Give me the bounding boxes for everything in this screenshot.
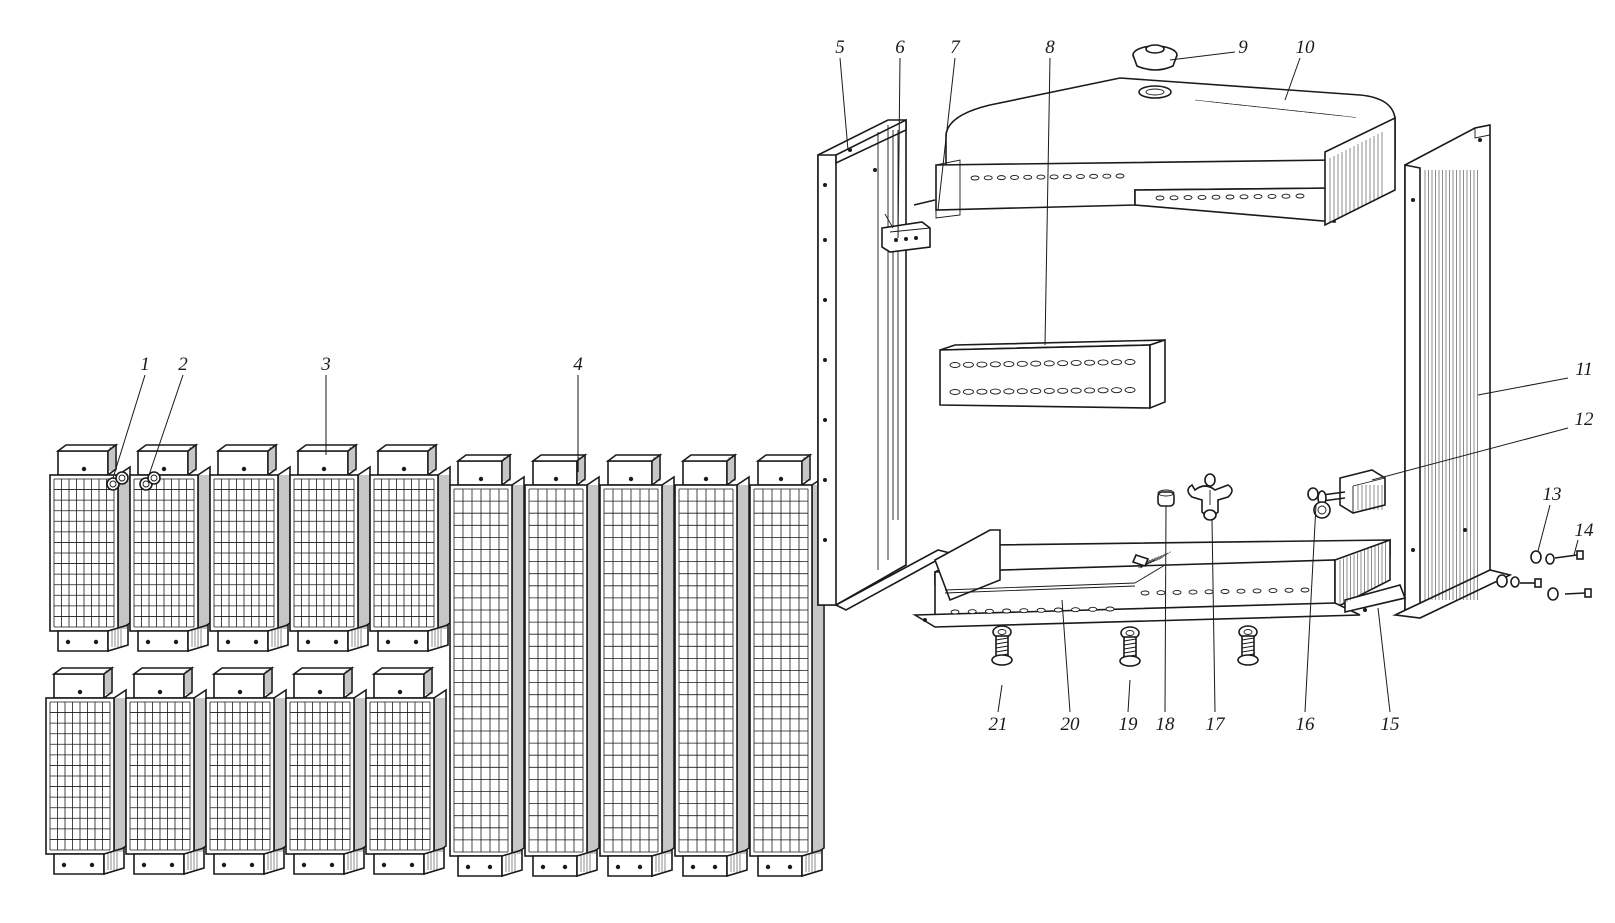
middle-block-holes <box>949 359 1136 395</box>
core-section-3 <box>209 443 291 653</box>
callout-15: 15 <box>1381 714 1400 735</box>
locating-pin <box>913 199 936 206</box>
callout-7: 7 <box>950 37 961 58</box>
mounting-bolt-19 <box>1119 626 1141 667</box>
right-post-shading <box>1424 170 1478 600</box>
callout-13: 13 <box>1543 484 1562 505</box>
filler-plug <box>1131 489 1175 569</box>
callout-4: 4 <box>573 354 583 375</box>
core-section-12 <box>524 453 600 878</box>
core-section-14 <box>674 453 750 878</box>
callout-12: 12 <box>1575 409 1595 430</box>
callout-5: 5 <box>835 37 845 58</box>
core-section-2 <box>129 443 211 653</box>
mounting-bolt-21 <box>991 625 1013 666</box>
core-section-4 <box>289 443 371 653</box>
side-bracket-block <box>1317 469 1386 514</box>
middle-block <box>939 338 1166 410</box>
callout-21: 21 <box>989 714 1008 735</box>
core-section-13 <box>599 453 675 878</box>
callout-20: 20 <box>1061 714 1081 735</box>
lower-tank-rivet-holes <box>950 587 1310 615</box>
mounting-bolt-3 <box>1237 625 1259 666</box>
core-section-9 <box>285 666 367 876</box>
mounting-bolts <box>991 625 1259 667</box>
fasteners <box>1496 550 1592 601</box>
callout-6: 6 <box>895 37 905 58</box>
core-section-1 <box>49 443 131 653</box>
upper-tank-rivet-holes <box>970 173 1305 201</box>
callout-14: 14 <box>1575 520 1595 541</box>
callout-19: 19 <box>1119 714 1139 735</box>
core-section-10 <box>365 666 447 876</box>
core-section-11 <box>449 453 525 878</box>
core-section-7 <box>125 666 207 876</box>
callout-3: 3 <box>320 354 331 375</box>
long-core-sections <box>449 453 825 878</box>
left-post-holes <box>823 148 877 542</box>
core-section-15 <box>749 453 825 878</box>
callout-labels: 1 2 3 4 5 6 7 8 9 10 11 12 13 14 15 16 1… <box>112 37 1595 735</box>
core-section-8 <box>205 666 287 876</box>
core-section-5 <box>369 443 451 653</box>
callout-11: 11 <box>1575 359 1593 380</box>
callout-8: 8 <box>1045 37 1055 58</box>
tank-shading <box>1194 99 1383 222</box>
mounting-bracket <box>881 213 931 253</box>
callout-18: 18 <box>1156 714 1176 735</box>
washer-bolt <box>1307 487 1331 519</box>
upper-tank <box>935 77 1396 227</box>
drain-cock <box>1187 473 1233 521</box>
bracket-block-shading <box>1357 485 1383 510</box>
callout-9: 9 <box>1238 37 1248 58</box>
filler-cap <box>1132 44 1178 99</box>
right-side-post <box>1392 124 1513 619</box>
callout-2: 2 <box>178 354 188 375</box>
callout-17: 17 <box>1206 714 1227 735</box>
lower-tank <box>912 529 1407 628</box>
callout-1: 1 <box>140 354 150 375</box>
left-side-post <box>817 118 953 611</box>
short-core-sections <box>45 443 451 876</box>
callout-16: 16 <box>1296 714 1316 735</box>
callout-10: 10 <box>1296 37 1316 58</box>
core-section-6 <box>45 666 127 876</box>
